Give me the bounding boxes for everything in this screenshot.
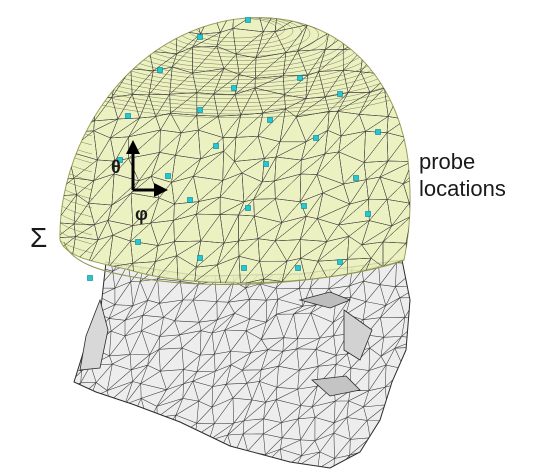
probe-locations-label: probe locations: [419, 148, 506, 202]
probe-label-line1: probe: [419, 148, 506, 175]
probe-marker: [242, 266, 247, 271]
probe-marker: [246, 18, 251, 23]
probe-marker: [126, 114, 131, 119]
probe-marker: [246, 206, 251, 211]
probe-marker: [198, 35, 203, 40]
probe-marker: [188, 198, 193, 203]
probe-marker: [198, 108, 203, 113]
probe-marker: [366, 212, 371, 217]
probe-marker: [302, 204, 307, 209]
probe-marker: [296, 266, 301, 271]
probe-marker: [338, 260, 343, 265]
probe-marker: [376, 130, 381, 135]
theta-axis-label: θ: [111, 157, 121, 178]
probe-marker: [354, 176, 359, 181]
probe-marker: [136, 240, 141, 245]
probe-marker: [232, 86, 237, 91]
probe-marker: [268, 118, 273, 123]
probe-marker: [298, 76, 303, 81]
probe-marker: [338, 92, 343, 97]
probe-marker: [88, 276, 93, 281]
surface-sigma-dome: [18, 0, 455, 310]
probe-marker: [166, 174, 171, 179]
probe-marker: [158, 68, 163, 73]
probe-marker: [214, 144, 219, 149]
phi-axis-label: φ: [135, 204, 148, 225]
surface-label: Σ: [30, 222, 47, 254]
probe-label-line2: locations: [419, 175, 506, 202]
probe-marker: [314, 136, 319, 141]
probe-marker: [264, 162, 269, 167]
probe-marker: [198, 256, 203, 261]
